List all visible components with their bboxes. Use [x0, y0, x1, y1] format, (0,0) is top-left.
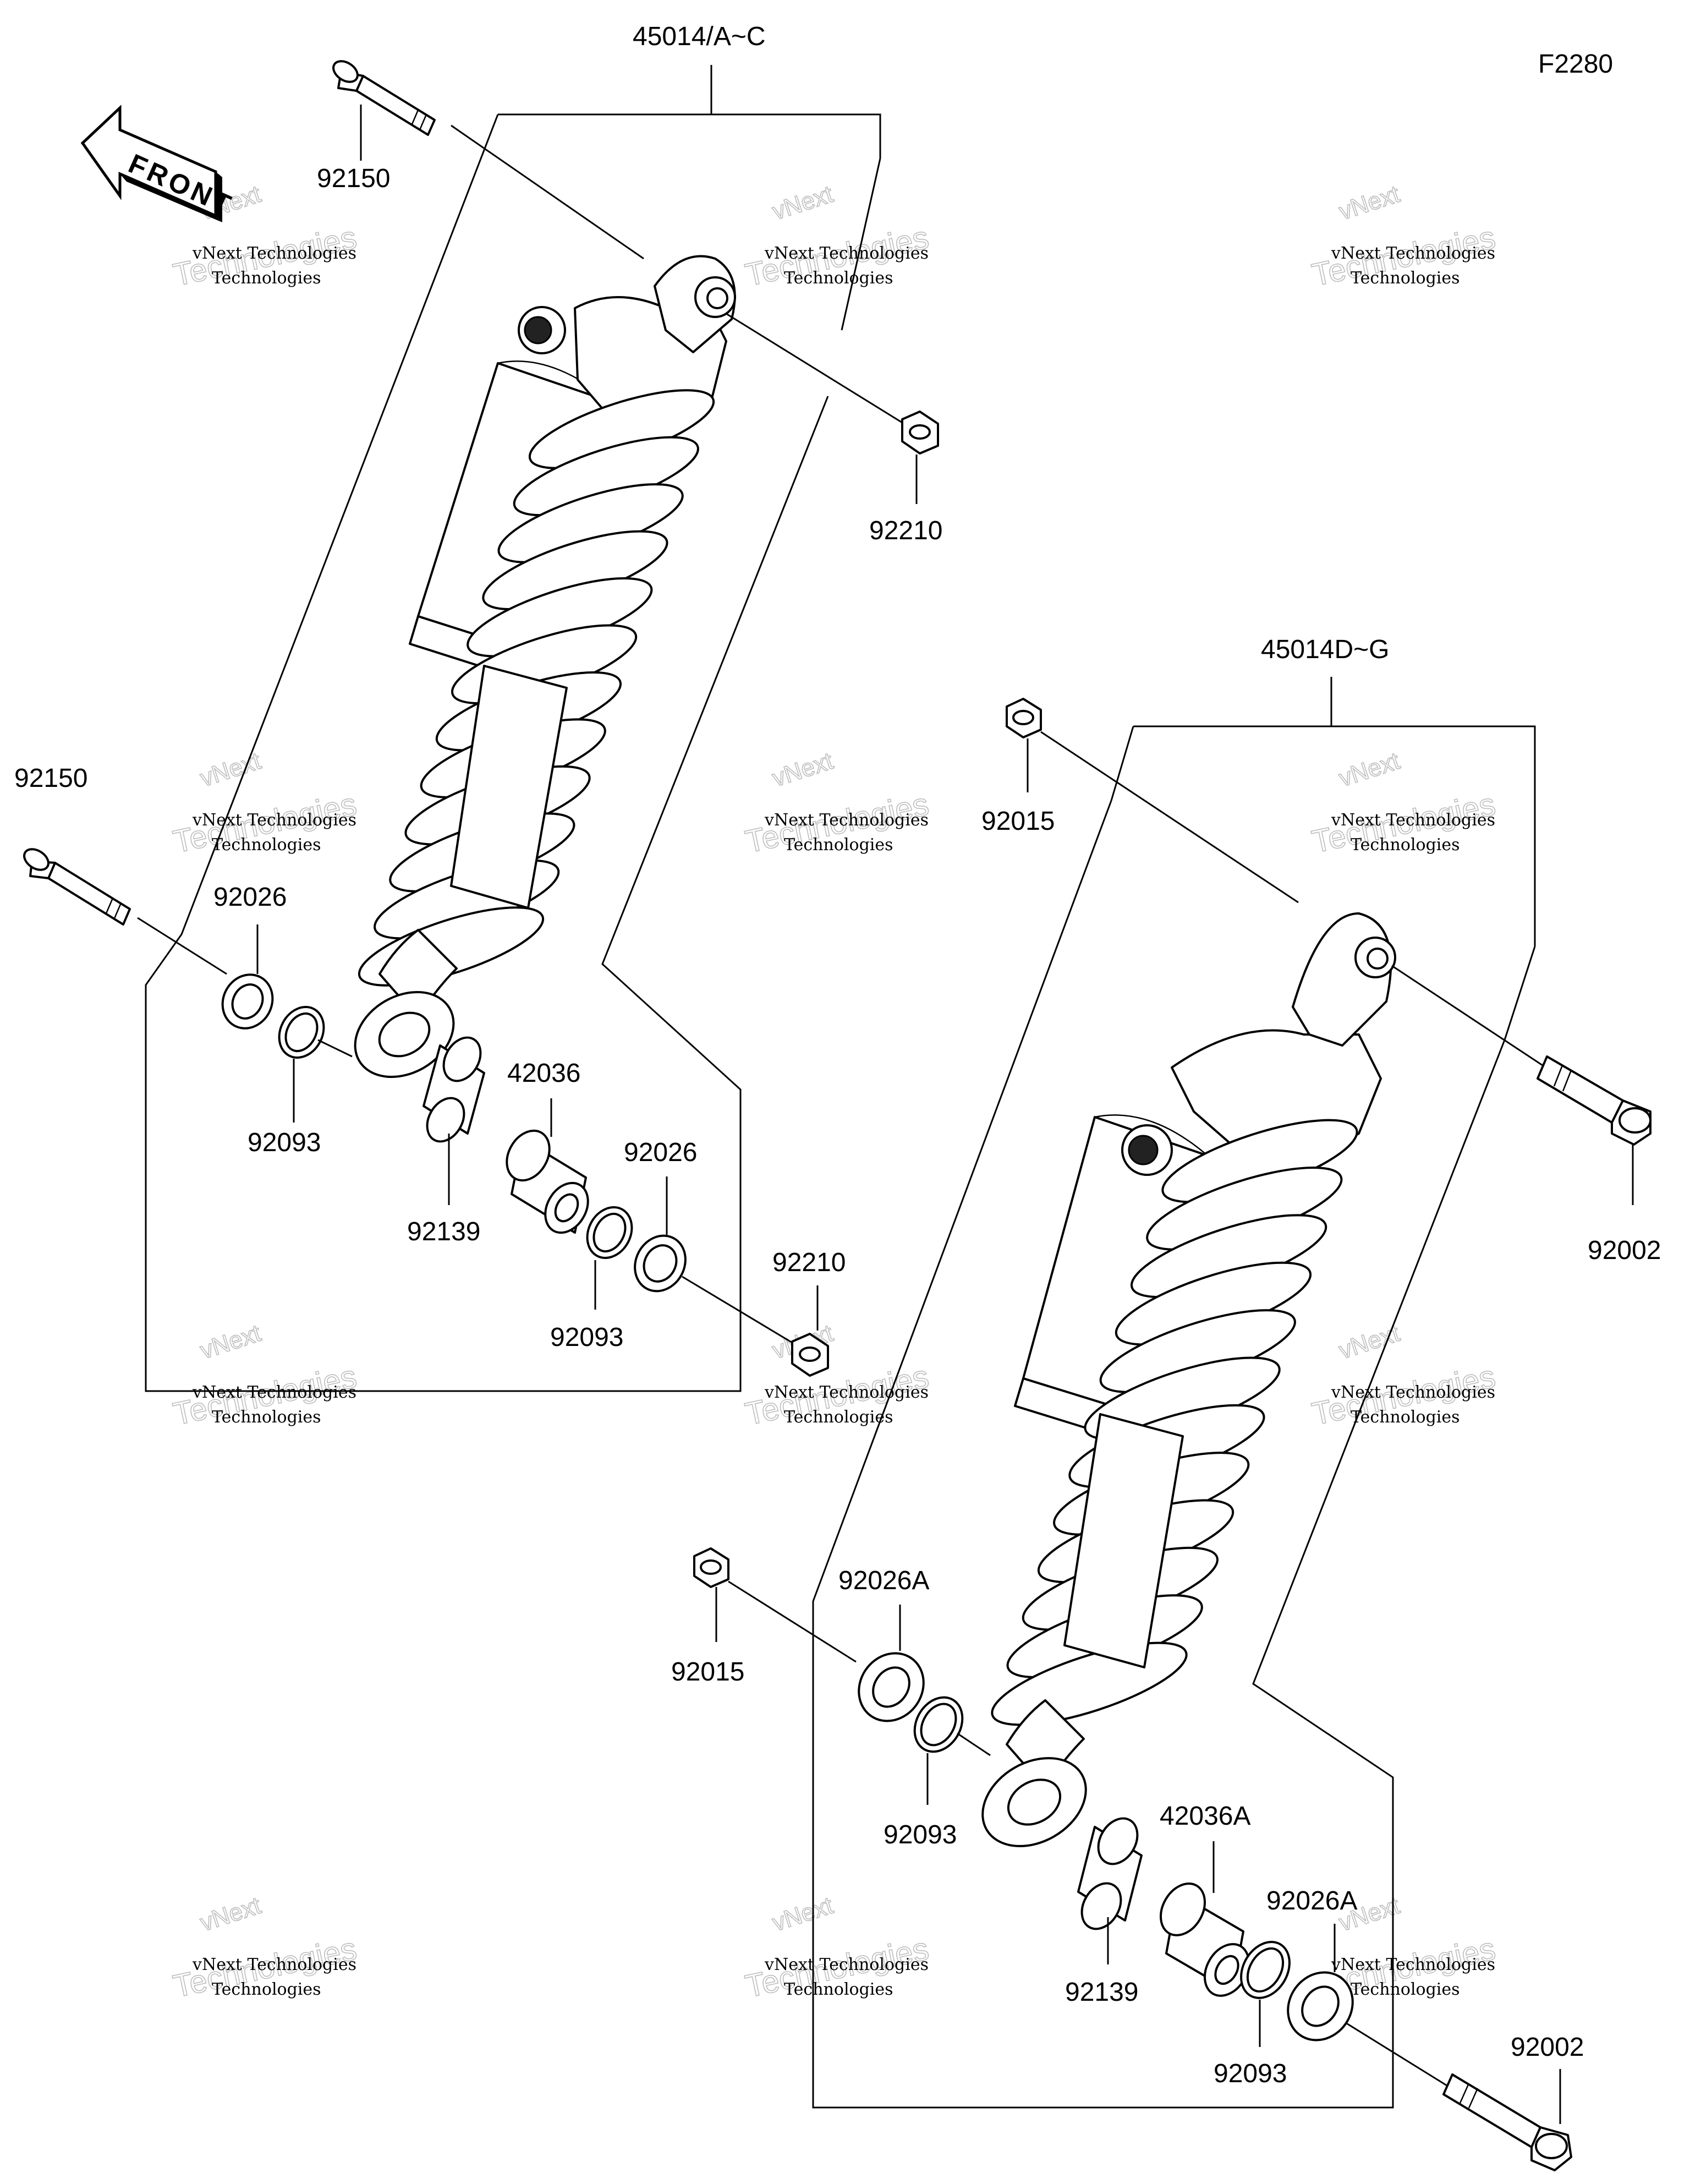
label-bolt-top: 92150: [317, 164, 390, 193]
seal-92093-left-2: [586, 1206, 633, 1259]
svg-text:vNext: vNext: [1336, 747, 1403, 792]
washer-92026-left-2: [634, 1234, 793, 1344]
svg-text:vNext Technologies: vNext Technologies: [192, 1383, 356, 1402]
svg-text:Technologies: Technologies: [1351, 1980, 1460, 1999]
label-bolt-r-low: 92002: [1511, 2033, 1584, 2062]
svg-text:vNext: vNext: [769, 747, 836, 792]
svg-text:Technologies: Technologies: [784, 269, 893, 288]
svg-text:vNext Technologies: vNext Technologies: [764, 244, 929, 263]
svg-text:vNext: vNext: [197, 747, 264, 792]
washer-92026-left: [221, 973, 274, 1030]
label-collar-r: 42036A: [1160, 1802, 1251, 1831]
svg-text:vNext Technologies: vNext Technologies: [764, 811, 929, 830]
label-seal-l2: 92093: [550, 1323, 623, 1352]
svg-text:Technologies: Technologies: [1351, 1408, 1460, 1427]
label-nut-r-top: 92015: [981, 807, 1055, 836]
svg-text:vNext Technologies: vNext Technologies: [1331, 1955, 1495, 1974]
bushing-92139-right: [1077, 1817, 1143, 1930]
bolt-92150-left: [23, 848, 227, 975]
coil-spring-lower: [991, 1119, 1358, 1726]
svg-text:vNext Technologies: vNext Technologies: [764, 1955, 929, 1974]
svg-text:Technologies: Technologies: [1351, 835, 1460, 855]
collar-42036-left: [506, 1129, 589, 1234]
svg-text:vNext Technologies: vNext Technologies: [192, 244, 356, 263]
svg-text:vNext: vNext: [197, 1892, 264, 1936]
svg-text:Technologies: Technologies: [212, 835, 321, 855]
washer-92026A-right-2: [1287, 1971, 1447, 2087]
svg-text:Technologies: Technologies: [784, 1408, 893, 1427]
washer-92026A-right: [858, 1652, 925, 1722]
label-bush-l: 92139: [407, 1217, 480, 1246]
svg-text:vNext Technologies: vNext Technologies: [1331, 1383, 1495, 1402]
nut-92210-top: [726, 313, 939, 455]
nut-92015-right-top: [1006, 698, 1299, 904]
shock-absorber-lower: [981, 912, 1396, 1847]
label-seal-r1: 92093: [884, 1820, 957, 1849]
label-washer-r2: 92026A: [1266, 1886, 1358, 1915]
nut-92015-right-low: [693, 1547, 857, 1663]
label-washer-l2: 92026: [624, 1138, 697, 1167]
label-seal-r2: 92093: [1214, 2059, 1287, 2088]
bushing-92139-left: [422, 1036, 485, 1143]
label-nut-r-low: 92015: [671, 1657, 744, 1687]
label-washer-l1: 92026: [213, 883, 287, 912]
label-bolt-r-top: 92002: [1588, 1236, 1661, 1265]
svg-text:vNext Technologies: vNext Technologies: [1331, 244, 1495, 263]
svg-text:Technologies: Technologies: [212, 269, 321, 288]
svg-text:vNext Technologies: vNext Technologies: [192, 1955, 356, 1974]
label-asm-upper: 45014/A~C: [633, 22, 766, 51]
seal-92093-right-2: [1240, 1941, 1291, 1999]
svg-text:vNext: vNext: [769, 1892, 836, 1936]
svg-text:vNext Technologies: vNext Technologies: [1331, 811, 1495, 830]
assembly-bracket-lower: [812, 677, 1536, 2109]
label-bush-r: 92139: [1065, 1978, 1138, 2007]
svg-text:Technologies: Technologies: [784, 1980, 893, 1999]
label-seal-l1: 92093: [248, 1128, 321, 1157]
assembly-bracket-upper: [145, 65, 881, 1392]
label-washer-r1: 92026A: [838, 1566, 930, 1595]
seal-92093-right: [913, 1696, 991, 1756]
bolt-92002-right-low: [1442, 2073, 1572, 2171]
seal-92093-left: [278, 1006, 353, 1059]
svg-text:Technologies: Technologies: [212, 1408, 321, 1427]
svg-text:Technologies: Technologies: [212, 1980, 321, 1999]
svg-text:Technologies: Technologies: [1351, 269, 1460, 288]
label-nut-l: 92210: [772, 1248, 846, 1277]
label-collar-l: 42036: [507, 1059, 580, 1088]
front-direction-arrow: FRONT: [80, 105, 238, 222]
svg-text:vNext: vNext: [1336, 180, 1403, 225]
svg-text:vNext Technologies: vNext Technologies: [764, 1383, 929, 1402]
label-asm-lower: 45014D~G: [1261, 635, 1390, 664]
svg-text:vNext: vNext: [769, 180, 836, 225]
shock-absorber-upper: [354, 255, 736, 1079]
nut-92210-left: [791, 1333, 829, 1377]
label-nut-top: 92210: [869, 516, 942, 545]
label-bolt-left: 92150: [14, 764, 87, 793]
collar-42036A-right: [1160, 1882, 1250, 1997]
figure-code: F2280: [1538, 50, 1613, 79]
svg-text:Technologies: Technologies: [784, 835, 893, 855]
bolt-92150-top: [332, 60, 644, 260]
svg-text:vNext Technologies: vNext Technologies: [192, 811, 356, 830]
svg-text:vNext: vNext: [197, 1320, 264, 1364]
bolt-92002-right-top: [1391, 965, 1651, 1146]
